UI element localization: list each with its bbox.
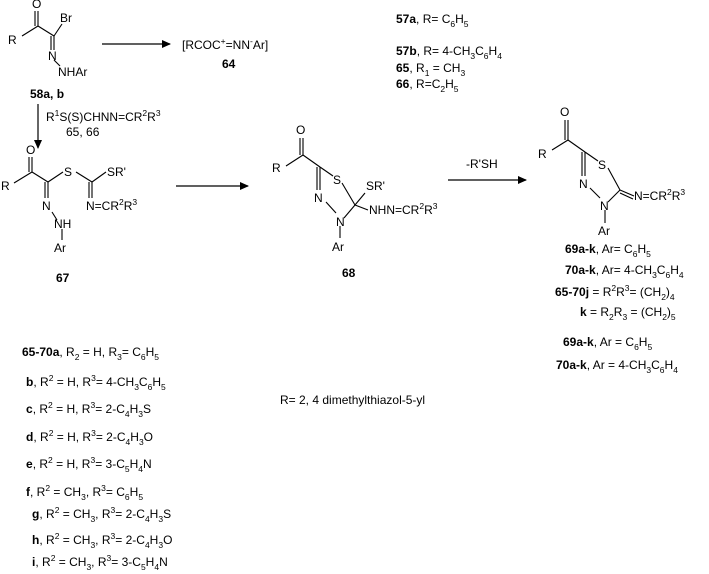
atom-ncr: N=CR2R3: [86, 197, 137, 213]
atom-s: S: [598, 158, 606, 172]
r-def-65: 65, R1 = CH3: [396, 61, 465, 78]
compound-64-formula: [RCOC+=NN-Ar]: [182, 36, 268, 52]
substituent-c: c, R2 = H, R3= 2-C4H3S: [26, 400, 151, 419]
substituent-h: h, R2 = CH3, R3= 2-C4H3O: [32, 531, 172, 550]
substituent-list: 65-70a, R2 = H, R3= C6H5 b, R2 = H, R3= …: [22, 345, 172, 572]
atom-n: N: [42, 199, 51, 213]
compound-label-58: 58a, b: [30, 87, 64, 101]
atom-nhar: NHAr: [58, 65, 87, 79]
substituent-b: b, R2 = H, R3= 4-CH3C6H5: [26, 373, 166, 392]
ar-def-70-repeat: 70a-k, Ar = 4-CH3C6H4: [556, 358, 678, 375]
atom-ar: Ar: [332, 240, 344, 254]
atom-s: S: [64, 165, 72, 179]
compound-68-structure: O R S SR' N N Ar NHN=CR2R3: [272, 123, 438, 254]
atom-o: O: [560, 105, 569, 119]
atom-r: R: [1, 179, 10, 193]
r-def-57b: 57b, R= 4-CH3C6H4: [396, 44, 502, 61]
atom-r: R: [272, 161, 281, 175]
atom-r: R: [538, 147, 547, 161]
compound-label-64: 64: [222, 57, 236, 71]
ar-def-k: k = R2R3 = (CH2)5: [580, 305, 676, 322]
atom-br: Br: [60, 11, 72, 25]
atom-n: N: [48, 49, 57, 63]
atom-nn: N=CR2R3: [634, 187, 685, 203]
substituent-i: i, R2 = CH3, R3= 3-C5H4N: [32, 553, 168, 572]
ar-definitions: 69a-k, Ar= C6H5 70a-k, Ar= 4-CH3C6H4 65-…: [555, 242, 684, 375]
compound-label-67: 67: [56, 271, 70, 285]
atom-ar: Ar: [598, 224, 610, 238]
atom-r: R: [8, 33, 17, 47]
atom-o: O: [296, 123, 305, 137]
atom-sr: SR': [107, 165, 126, 179]
atom-o: O: [32, 0, 41, 11]
reagent-numbers: 65, 66: [66, 125, 100, 139]
compound-67-structure: O R S SR' N NH Ar N=CR2R3: [1, 143, 137, 255]
atom-nh: NH: [54, 217, 71, 231]
atom-nhn: NHN=CR2R3: [369, 201, 438, 217]
substituent-f: f, R2 = CH3, R3= C6H5: [26, 483, 143, 502]
substituent-g: g, R2 = CH3, R3= 2-C4H3S: [32, 505, 171, 524]
atom-s: S: [333, 173, 341, 187]
substituent-d: d, R2 = H, R3= 2-C4H3O: [26, 428, 153, 447]
r-note: R= 2, 4 dimethylthiazol-5-yl: [280, 393, 425, 407]
ar-def-65-70j: 65-70j = R2R3= (CH2)4: [555, 283, 675, 302]
atom-n1: N: [579, 177, 588, 191]
ar-def-69-repeat: 69a-k, Ar = C6H5: [563, 335, 652, 352]
atom-sr: SR': [366, 179, 385, 193]
ar-def-69: 69a-k, Ar= C6H5: [565, 242, 651, 259]
reagent-text: R1S(S)CHNN=CR2R3: [46, 108, 161, 124]
compound-label-68: 68: [342, 266, 356, 280]
atom-o: O: [26, 143, 35, 157]
r-def-57a: 57a, R= C6H5: [396, 12, 469, 29]
atom-n2: N: [336, 215, 345, 229]
atom-n1: N: [314, 191, 323, 205]
r-def-66: 66, R=C2H5: [396, 77, 459, 94]
compound-69-70-structure: O R S N N Ar N=CR2R3: [538, 105, 685, 238]
atom-ar: Ar: [54, 241, 66, 255]
substituent-a: 65-70a, R2 = H, R3= C6H5: [22, 345, 159, 362]
compound-58-structure: O R Br N NHAr: [8, 0, 87, 79]
atom-n2: N: [600, 199, 609, 213]
ar-def-70: 70a-k, Ar= 4-CH3C6H4: [565, 263, 684, 280]
r-definitions: 57a, R= C6H5 57b, R= 4-CH3C6H4 65, R1 = …: [396, 12, 502, 94]
elimination-label: -R'SH: [466, 157, 498, 171]
substituent-e: e, R2 = H, R3= 3-C5H4N: [26, 455, 152, 474]
